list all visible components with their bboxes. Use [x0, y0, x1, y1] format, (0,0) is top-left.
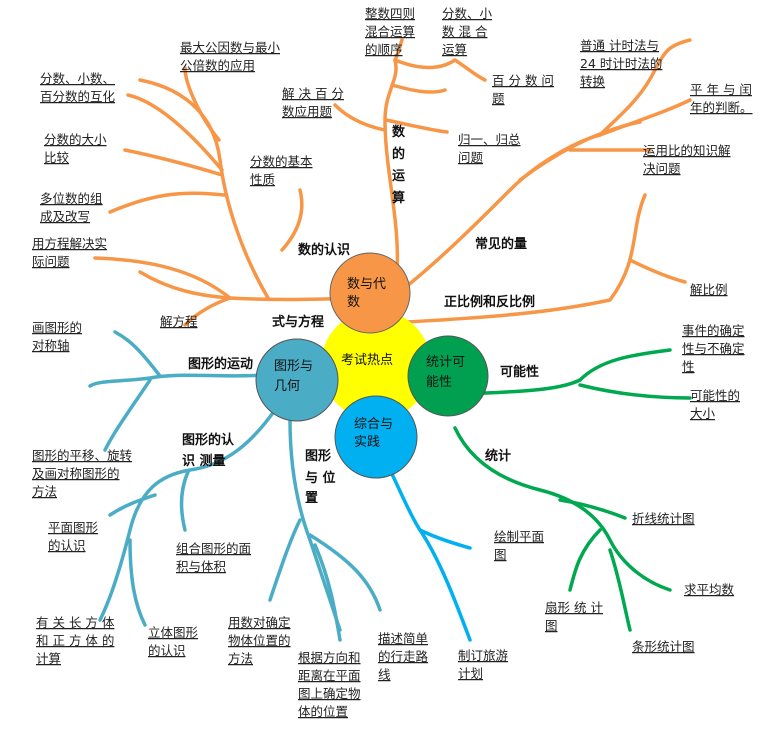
leaf-frac-mixed: 分数、小数 混 合运算 [442, 6, 493, 57]
leaf-cuboid: 有 关 长 方 体和 正 方 体 的计算 [36, 615, 115, 666]
leaf-combo: 组合图形的面积与体积 [176, 541, 251, 574]
algebra-branches [93, 38, 692, 327]
practice-label: 综合与 实践 [354, 417, 397, 450]
leaf-poss-size: 可能性的大小 [690, 388, 740, 421]
category-quantities: 常见的量 [475, 236, 527, 252]
leaf-frac-compare: 分数的大小比较 [44, 132, 107, 165]
leaf-frac-basic: 分数的基本性质 [250, 154, 313, 187]
practice-node[interactable] [334, 395, 418, 479]
leaf-pct-solve: 解 决 百 分数应用题 [282, 86, 344, 119]
leaf-translate: 图形的平移、旋转及画对称图形的方法 [32, 448, 132, 499]
leaf-bar: 条形统计图 [632, 639, 695, 654]
category-number-operations: 数 的 运 算 [392, 124, 410, 206]
algebra-node[interactable] [329, 252, 411, 334]
center-label: 考试热点 [341, 353, 393, 368]
category-shape-measure: 图形的认 识 测量 [182, 432, 239, 469]
leaf-eq-problems: 用方程解决实际问题 [32, 236, 107, 269]
leaf-ratio-app: 运用比的知识解决问题 [643, 143, 731, 176]
category-equation: 式与方程 [272, 314, 324, 330]
practice-branches [388, 468, 472, 642]
leaf-line-chart: 折线统计图 [632, 511, 695, 526]
geometry-label: 图形与 几何 [274, 359, 317, 394]
leaf-certainty: 事件的确定性与不确定性 [682, 323, 745, 374]
stats-branches [453, 348, 692, 632]
stats-node[interactable] [407, 335, 489, 417]
leaf-pie: 扇形 统 计图 [545, 600, 603, 633]
category-shape-position: 图形 与 位 置 [305, 449, 340, 506]
center-node [321, 310, 431, 420]
leaf-num-pair: 用数对确定物体位置的方法 [228, 615, 291, 666]
leaf-dir-dist: 根据方向和距离在平面图上确定物体的位置 [298, 650, 361, 719]
leaf-int-order: 整数四则混合运算的顺序 [365, 6, 415, 57]
category-number-concept: 数的认识 [298, 242, 350, 258]
leaf-average: 求平均数 [684, 582, 735, 597]
leaf-solid: 立体图形的认识 [148, 625, 199, 658]
leaf-plane: 平面图形的认识 [48, 520, 99, 553]
leaf-frac-dec-pct: 分数、小数、百分数的互化 [40, 71, 116, 104]
leaf-gcd-lcm: 最大公因数与最小公倍数的应用 [180, 40, 281, 73]
leaf-approx: 多位数的组成及改写 [40, 191, 103, 224]
leaf-reduce: 归一、归总问题 [458, 132, 521, 165]
category-probability: 可能性 [500, 364, 539, 380]
leaf-plan-draw: 绘制平面图 [494, 529, 544, 562]
category-ratio: 正比例和反比例 [444, 294, 535, 310]
category-statistics: 统计 [485, 448, 511, 464]
leaf-leap: 平 年 与 闰年的判断。 [690, 82, 753, 115]
leaf-solve-eq: 解方程 [160, 314, 198, 329]
algebra-label: 数与代 数 [347, 277, 390, 310]
leaf-trip: 制订旅游计划 [458, 648, 509, 681]
geometry-node[interactable] [255, 338, 339, 422]
leaf-pct-prob: 百 分 数 问题 [492, 73, 554, 106]
stats-label: 统计可 能性 [426, 355, 469, 390]
category-shape-motion: 图形的运动 [188, 356, 253, 372]
geometry-branches [88, 330, 382, 642]
leaf-route: 描述简单的行走路线 [378, 631, 429, 682]
leaf-ratio-solve: 解比例 [690, 282, 728, 297]
leaf-sym-axis: 画图形的对称轴 [32, 320, 82, 353]
